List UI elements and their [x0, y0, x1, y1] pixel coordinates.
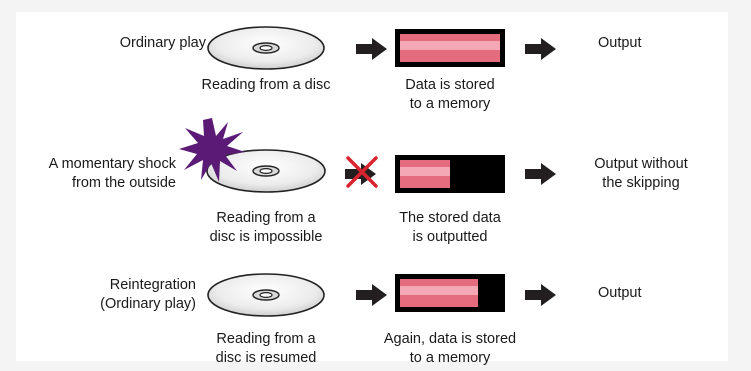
memory-buffer — [395, 29, 505, 67]
red-cross-icon — [346, 156, 378, 188]
row-1-output: Output — [598, 35, 642, 51]
right-arrow-icon — [356, 38, 387, 60]
row-1-label: Ordinary play — [119, 35, 206, 51]
row-2-output: Output without the skipping — [594, 156, 688, 191]
right-arrow-icon — [525, 284, 556, 306]
row-3-disc-caption: Reading from a disc is resumed — [215, 331, 317, 366]
starburst-icon — [179, 118, 245, 182]
memory-buffer — [395, 274, 505, 312]
row-3-memory-caption: Again, data is stored to a memory — [383, 331, 517, 366]
row-3-output: Output — [598, 285, 642, 301]
row-1-memory-caption: Data is stored to a memory — [405, 77, 495, 112]
memory-buffer — [395, 155, 505, 193]
compact-disc-icon — [206, 149, 326, 193]
row-2-memory-caption: The stored data is outputted — [399, 210, 501, 245]
row-2-disc-caption: Reading from a disc is impossible — [209, 210, 323, 245]
row-3-label: Reintegration (Ordinary play) — [100, 277, 196, 312]
compact-disc-icon — [207, 273, 325, 317]
right-arrow-icon — [525, 163, 556, 185]
row-2-label: A momentary shock from the outside — [48, 156, 176, 191]
diagram-canvas: Ordinary play Reading from a disc Data i… — [16, 12, 728, 366]
row-1-disc-caption: Reading from a disc — [201, 77, 331, 93]
right-arrow-icon — [525, 38, 556, 60]
right-arrow-icon — [356, 284, 387, 306]
compact-disc-icon — [207, 26, 325, 70]
